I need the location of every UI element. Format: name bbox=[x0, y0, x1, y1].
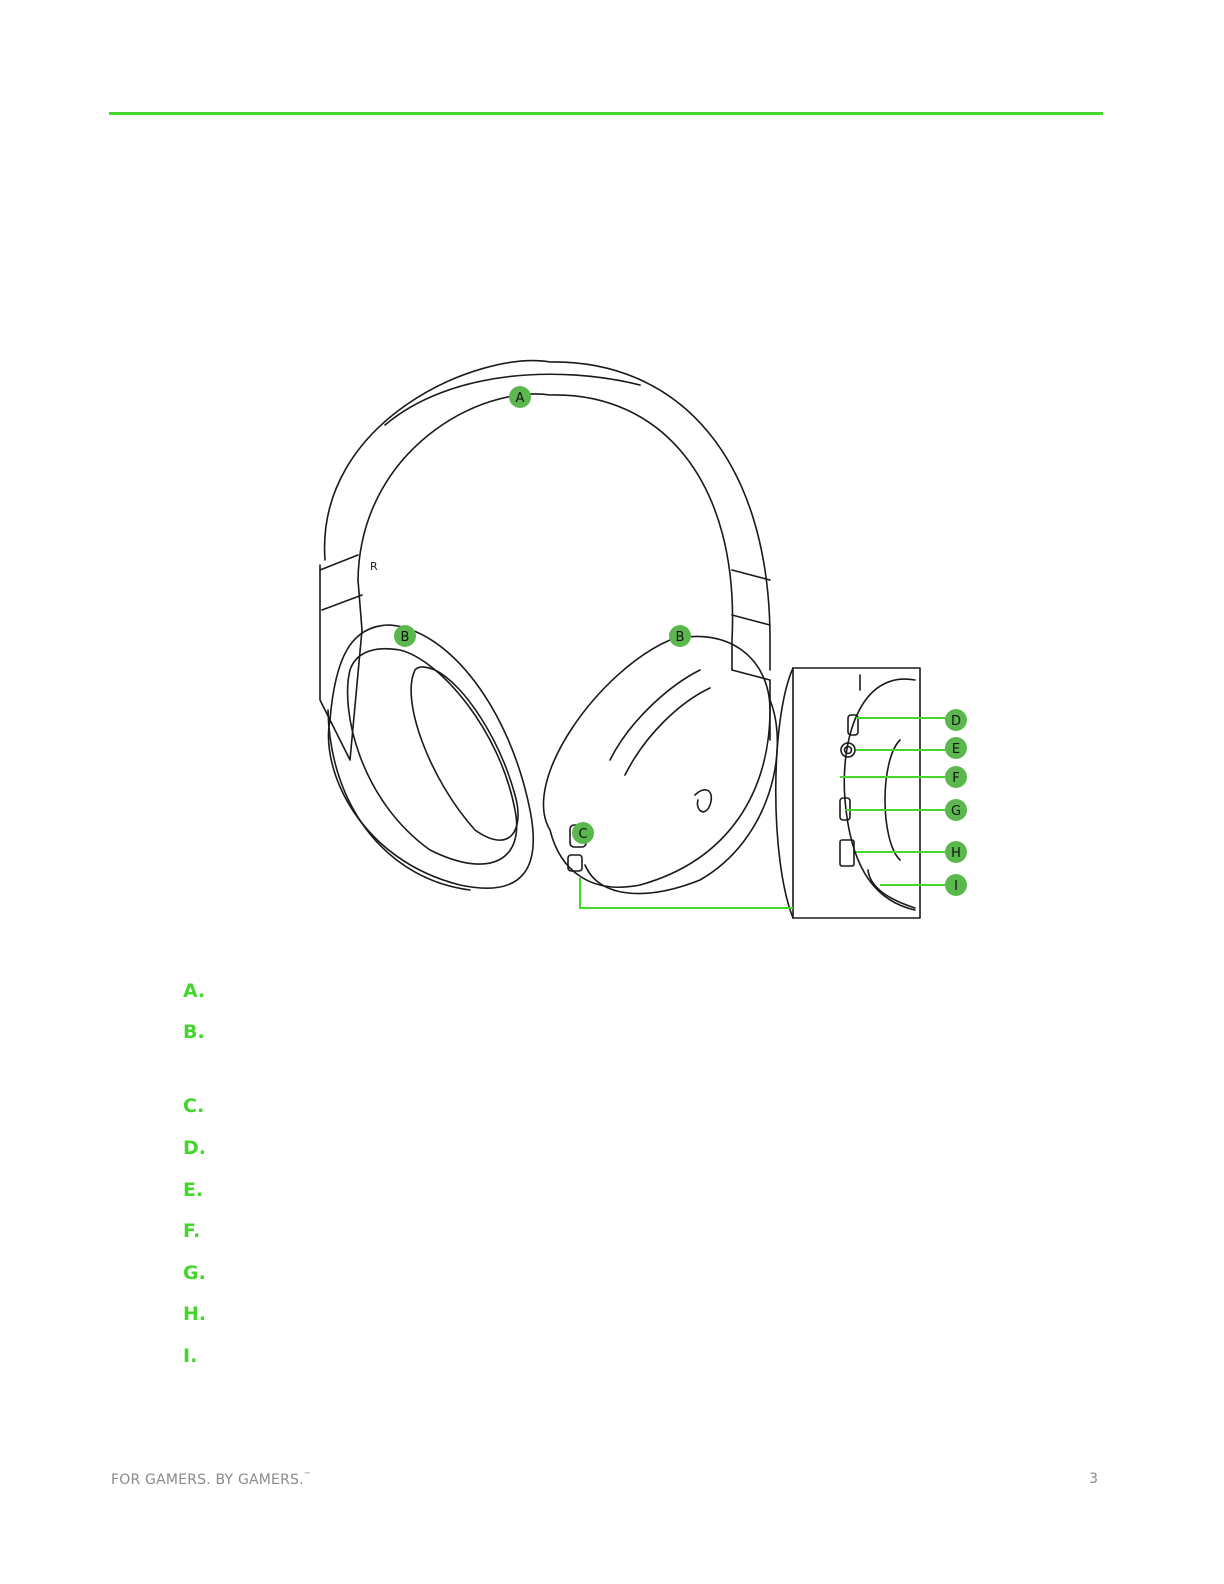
header-rule bbox=[109, 112, 1103, 115]
svg-text:I: I bbox=[954, 879, 958, 894]
callout-i: I bbox=[945, 874, 967, 896]
leader-lines bbox=[579, 717, 955, 909]
svg-text:C: C bbox=[578, 827, 587, 842]
legend-item-i: I. bbox=[183, 1345, 198, 1367]
legend-item-c: C. bbox=[183, 1095, 205, 1117]
headset-diagram: R A B B C D bbox=[319, 360, 967, 919]
svg-text:G: G bbox=[951, 804, 961, 819]
callout-f: F bbox=[945, 766, 967, 788]
svg-text:E: E bbox=[952, 742, 960, 757]
headset-illustration: R bbox=[319, 360, 921, 919]
legend-item-b: B. bbox=[183, 1021, 205, 1043]
svg-text:H: H bbox=[951, 846, 961, 861]
callout-e: E bbox=[945, 737, 967, 759]
svg-text:F: F bbox=[952, 771, 959, 786]
page-number: 3 bbox=[1089, 1471, 1098, 1487]
callout-h: H bbox=[945, 841, 967, 863]
legend-item-a: A. bbox=[183, 980, 206, 1002]
callout-d: D bbox=[945, 709, 967, 731]
callout-b-left: B bbox=[394, 625, 416, 647]
svg-text:D: D bbox=[951, 714, 961, 729]
footer-tagline-text: FOR GAMERS. BY GAMERS. bbox=[111, 1472, 304, 1488]
callout-g: G bbox=[945, 799, 967, 821]
legend-item-f: F. bbox=[183, 1220, 201, 1242]
trademark-mark: ™ bbox=[303, 1471, 311, 1479]
footer-tagline: FOR GAMERS. BY GAMERS.™ bbox=[111, 1471, 311, 1488]
callout-b-right: B bbox=[669, 625, 691, 647]
svg-text:A: A bbox=[516, 391, 525, 406]
headband-r-mark: R bbox=[370, 560, 378, 573]
legend-item-h: H. bbox=[183, 1303, 207, 1325]
callout-a: A bbox=[509, 386, 531, 408]
svg-text:B: B bbox=[401, 630, 410, 645]
legend-item-g: G. bbox=[183, 1262, 206, 1284]
legend-item-d: D. bbox=[183, 1137, 206, 1159]
legend-item-e: E. bbox=[183, 1179, 204, 1201]
svg-text:B: B bbox=[676, 630, 685, 645]
callout-c: C bbox=[572, 822, 594, 844]
